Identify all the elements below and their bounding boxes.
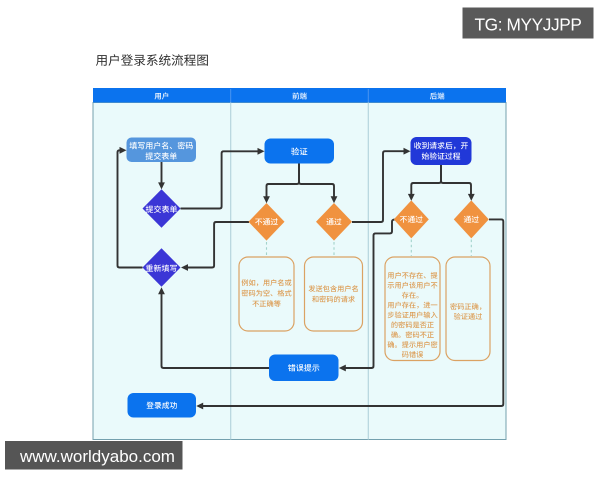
svg-text:www.worldyabo.com: www.worldyabo.com — [19, 447, 175, 466]
svg-text:TG: MYYJJPP: TG: MYYJJPP — [475, 14, 582, 34]
